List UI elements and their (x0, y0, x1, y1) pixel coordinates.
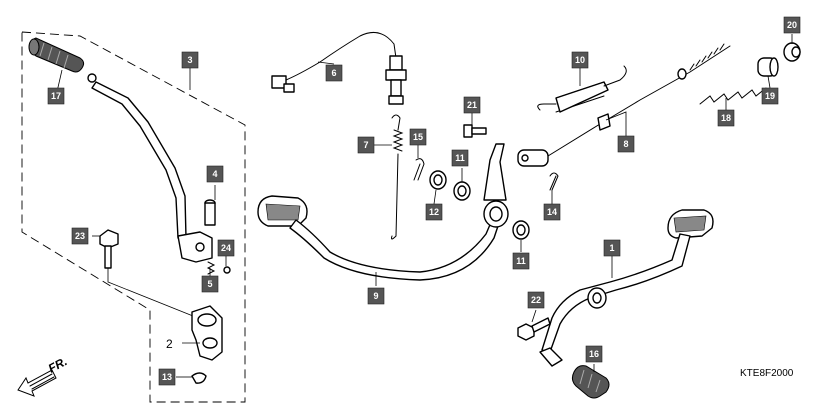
brake-pedal (257, 143, 509, 281)
assembly-outline (21, 31, 246, 403)
label-4: 4 (206, 165, 224, 183)
label-23: 23 (71, 227, 89, 245)
svg-text:17: 17 (51, 91, 61, 101)
bolt-23 (99, 229, 119, 269)
svg-text:21: 21 (467, 100, 477, 110)
label-12: 12 (425, 203, 443, 221)
label-21: 21 (463, 96, 481, 114)
svg-text:7: 7 (363, 140, 368, 150)
circlip-13 (191, 372, 207, 384)
label-2: 2 (166, 337, 173, 351)
label-13: 13 (158, 368, 176, 386)
leader-lines (55, 34, 793, 378)
bolt-4 (204, 199, 216, 226)
label-10: 10 (571, 51, 589, 69)
svg-text:18: 18 (721, 113, 731, 123)
svg-text:5: 5 (207, 279, 212, 289)
gear-shift-lever (28, 37, 213, 263)
bolt-21 (463, 124, 487, 138)
stop-switch-harness (271, 31, 397, 93)
label-15: 15 (409, 128, 427, 146)
svg-text:22: 22 (531, 295, 541, 305)
svg-text:13: 13 (162, 372, 172, 382)
spring-5 (206, 261, 216, 275)
svg-text:12: 12 (429, 207, 439, 217)
spring-10 (537, 65, 627, 113)
svg-text:19: 19 (765, 91, 775, 101)
washer-11-lower (512, 220, 530, 240)
svg-text:11: 11 (516, 256, 526, 266)
spring-18 (699, 87, 767, 105)
gear-shift-arm (191, 305, 223, 361)
bolt-22 (517, 317, 551, 341)
label-16: 16 (585, 345, 603, 363)
svg-text:6: 6 (331, 68, 336, 78)
washer-12 (429, 170, 447, 190)
label-11-lower: 11 (512, 252, 530, 270)
spring-7 (391, 114, 404, 240)
svg-text:10: 10 (575, 55, 585, 65)
svg-text:24: 24 (221, 243, 231, 253)
svg-text:2: 2 (166, 337, 173, 351)
label-5: 5 (201, 275, 219, 293)
diagram-code: KTE8F2000 (740, 368, 794, 379)
washer-11-upper (453, 181, 471, 201)
label-19: 19 (761, 87, 779, 105)
label-7: 7 (357, 136, 375, 154)
cotter-pin-15 (413, 158, 425, 181)
label-1: 1 (603, 239, 621, 257)
ball-24 (223, 266, 231, 274)
shift-pedal-rubber (28, 37, 85, 73)
stop-switch (385, 55, 407, 105)
svg-text:4: 4 (212, 169, 217, 179)
svg-text:3: 3 (187, 55, 192, 65)
joint-19 (757, 57, 779, 77)
svg-text:14: 14 (547, 207, 557, 217)
brake-rod (517, 43, 731, 167)
label-22: 22 (527, 291, 545, 309)
svg-text:9: 9 (373, 291, 378, 301)
label-18: 18 (717, 109, 735, 127)
label-3: 3 (181, 51, 199, 69)
front-direction-arrow: FR. (17, 354, 69, 397)
cotter-pin-14 (549, 172, 559, 191)
label-14: 14 (543, 203, 561, 221)
label-11-upper: 11 (451, 149, 469, 167)
svg-text:8: 8 (623, 139, 628, 149)
step-bar (539, 209, 714, 367)
svg-text:16: 16 (589, 349, 599, 359)
label-20: 20 (783, 16, 801, 34)
label-9: 9 (367, 287, 385, 305)
label-17: 17 (47, 87, 65, 105)
svg-text:23: 23 (75, 231, 85, 241)
nut-20 (783, 42, 801, 62)
svg-text:1: 1 (609, 243, 614, 253)
label-24: 24 (217, 239, 235, 257)
svg-text:11: 11 (455, 153, 465, 163)
svg-text:15: 15 (413, 132, 423, 142)
step-rubber (571, 365, 610, 399)
label-6: 6 (325, 64, 343, 82)
svg-text:20: 20 (787, 20, 797, 30)
label-8: 8 (617, 135, 635, 153)
